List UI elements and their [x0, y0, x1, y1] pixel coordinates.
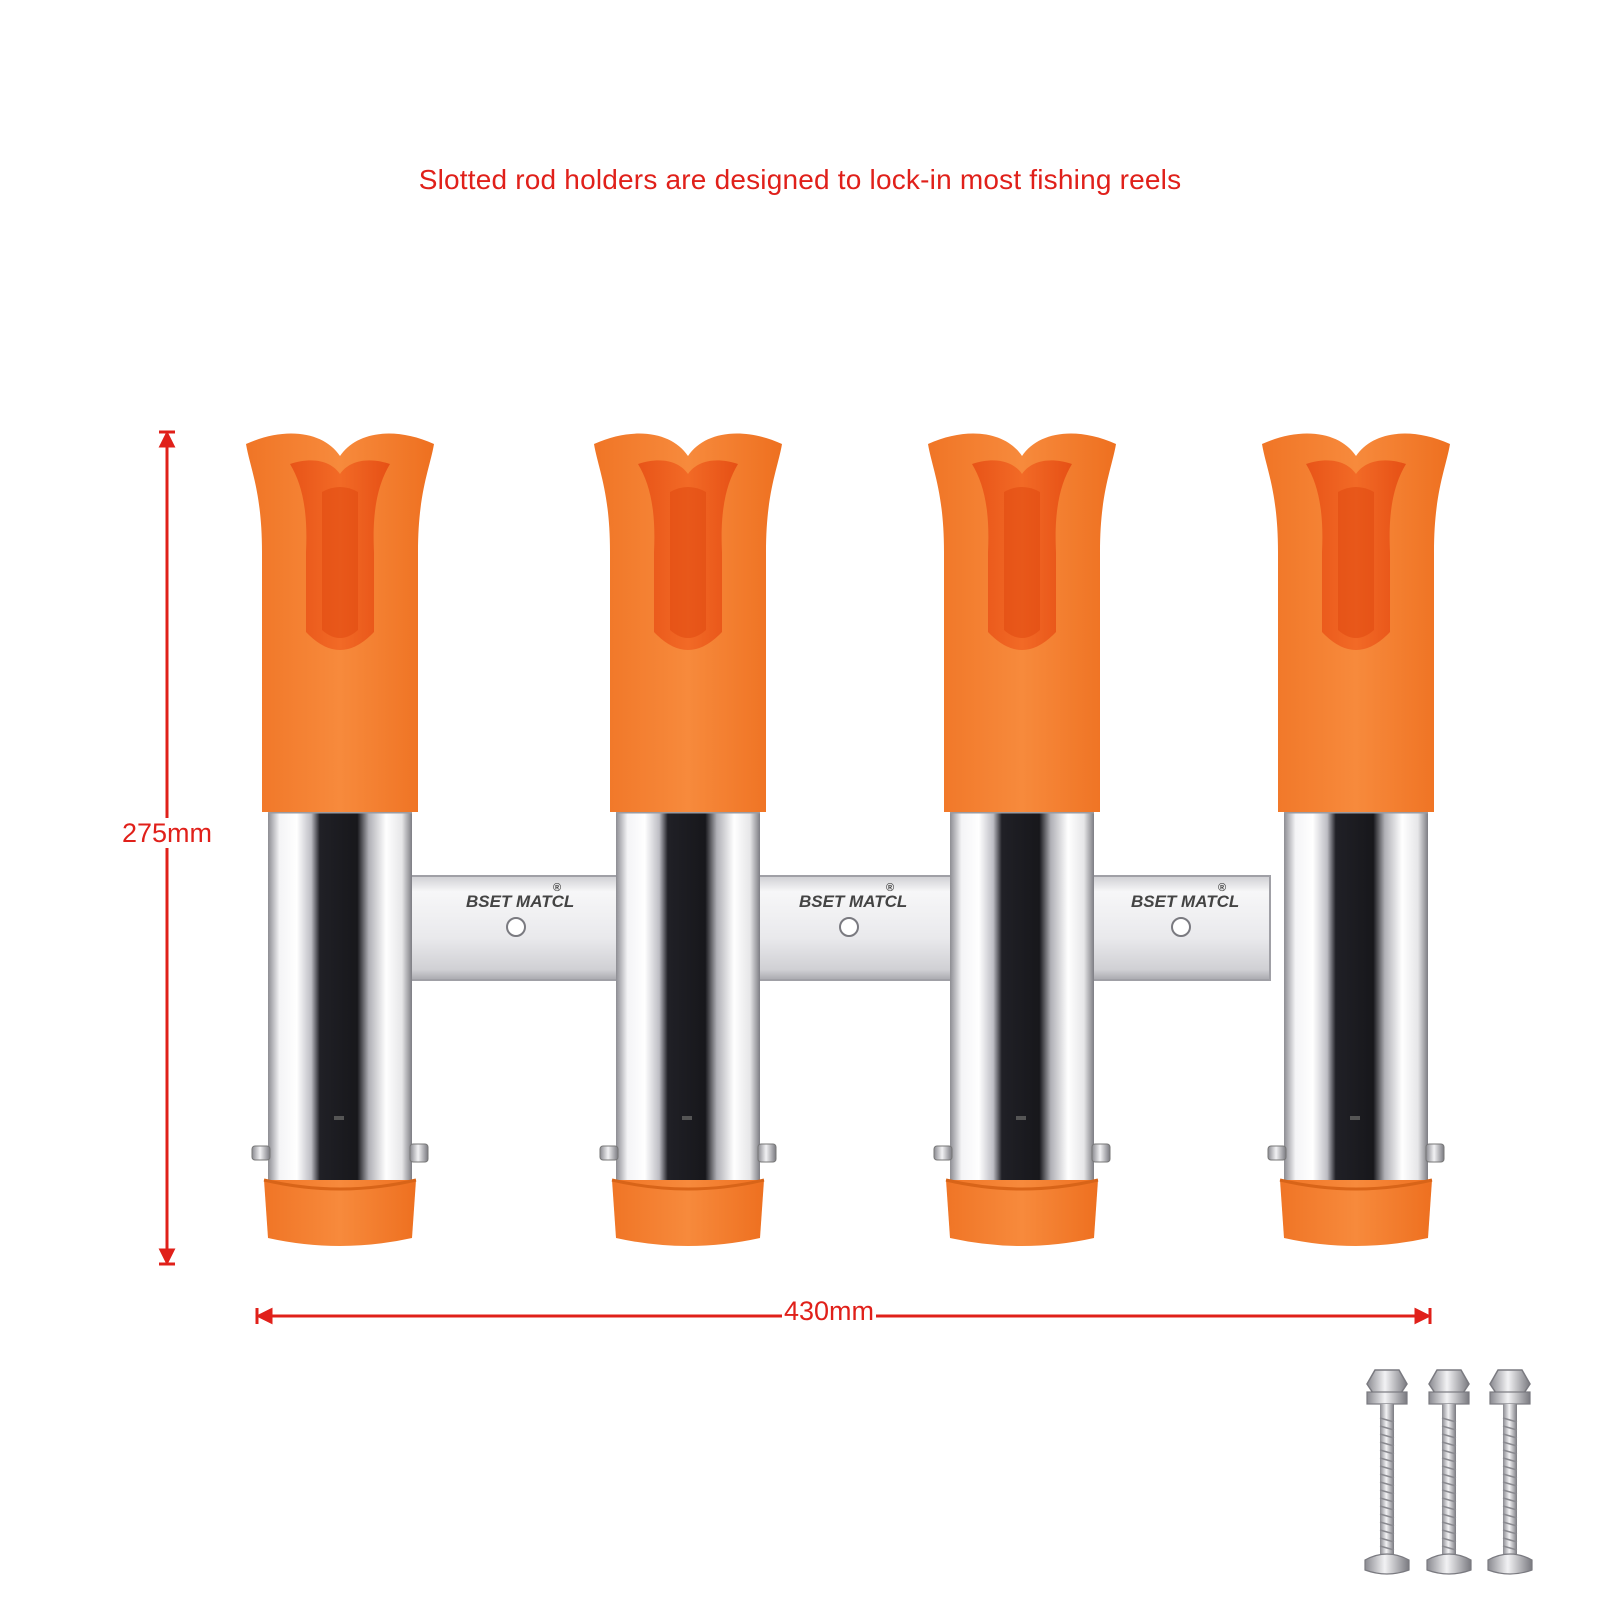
rod-holder-4	[1260, 432, 1452, 1248]
registered-mark-2: ®	[886, 882, 894, 894]
height-label: 275mm	[122, 818, 213, 848]
screw-3	[1487, 1369, 1533, 1575]
mounting-bar	[399, 875, 1271, 981]
rod-holder-2	[592, 432, 784, 1248]
mounting-hole	[1171, 917, 1191, 937]
height-dimension-line	[158, 430, 176, 1266]
mounting-holes	[506, 917, 1191, 937]
brand-logo-text-2: BSET MATCL	[799, 892, 907, 911]
brand-logo-text-1: BSET MATCL	[466, 892, 574, 911]
screw-2	[1426, 1369, 1472, 1575]
rod-holder-3	[926, 432, 1118, 1248]
width-label: 430mm	[782, 1296, 877, 1326]
rod-holder-1	[244, 432, 436, 1248]
brand-logo: BSET MATCL BSET MATCL BSET MATCL ® ® ®	[466, 882, 1239, 911]
registered-mark-1: ®	[553, 882, 561, 894]
registered-mark-3: ®	[1218, 882, 1226, 894]
mounting-hole	[506, 917, 526, 937]
brand-logo-text-3: BSET MATCL	[1131, 892, 1239, 911]
caption: Slotted rod holders are designed to lock…	[418, 164, 1182, 195]
screw-1	[1364, 1369, 1410, 1575]
mounting-hole	[839, 917, 859, 937]
